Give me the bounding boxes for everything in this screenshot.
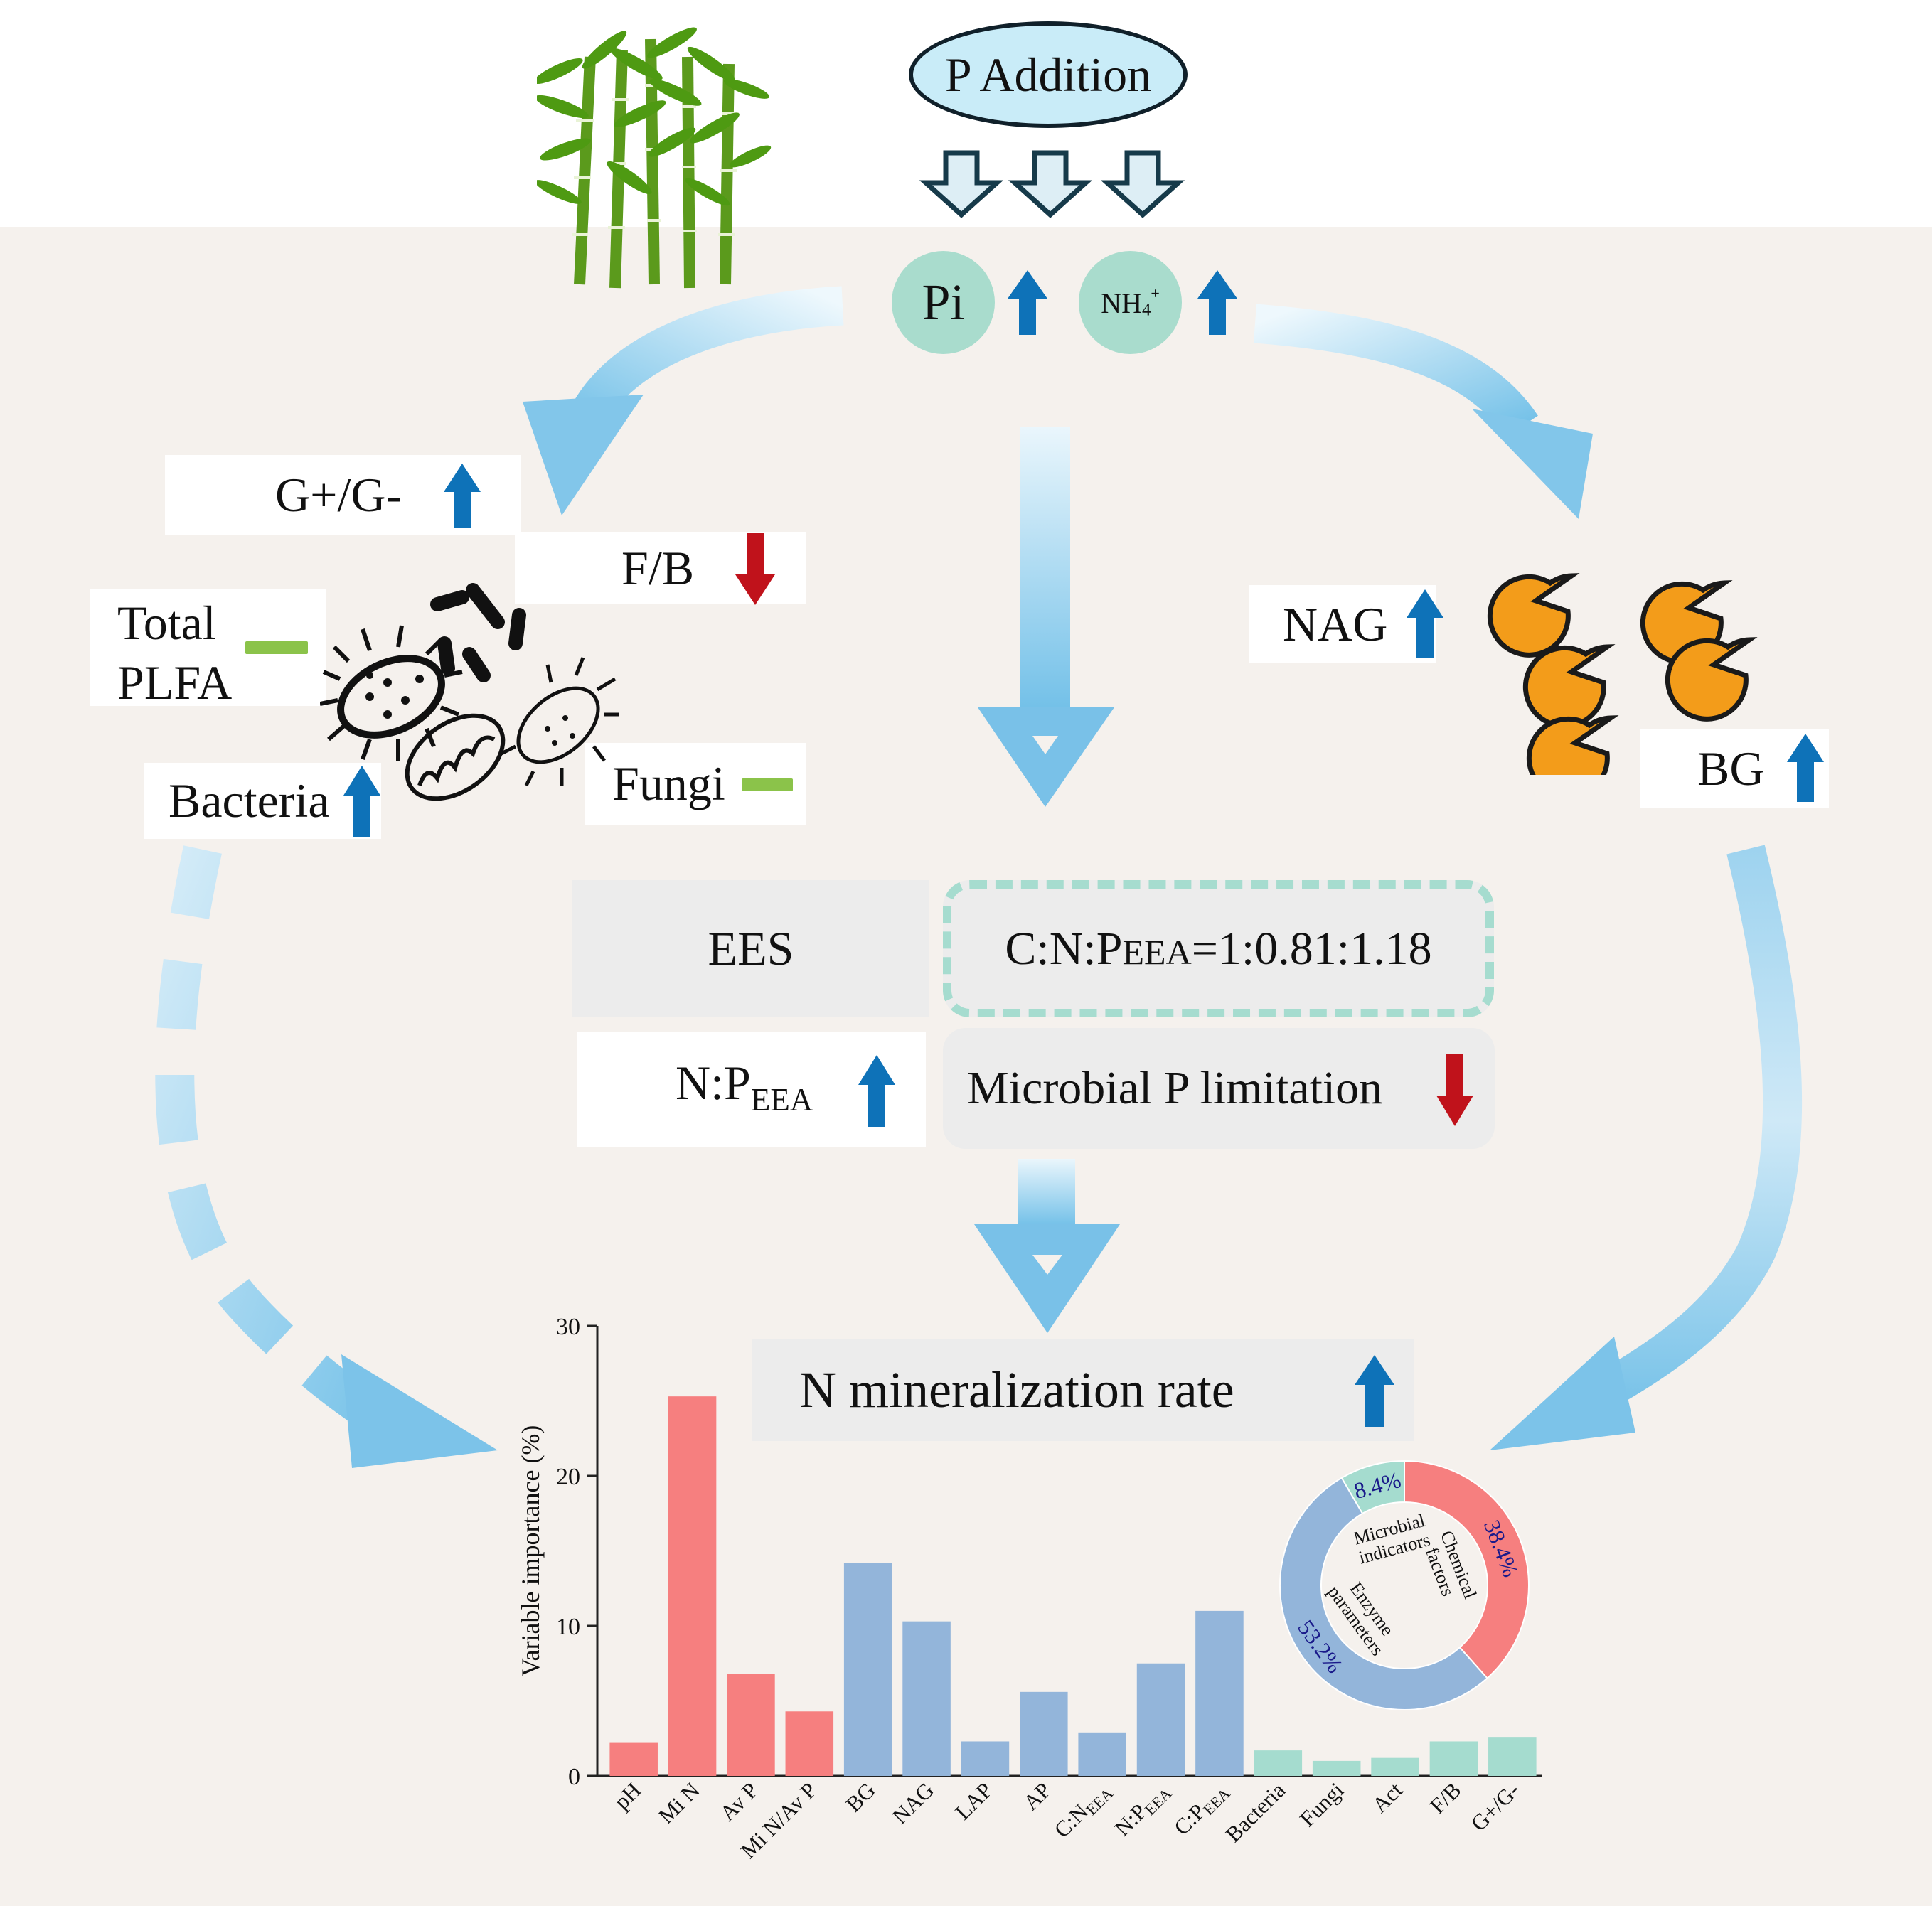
- donut-slice: [1340, 1460, 1405, 1515]
- p-limitation-box: Microbial P limitation: [943, 1028, 1495, 1149]
- bamboo-illustration: [537, 27, 772, 289]
- hollow-down-arrows: [919, 150, 1185, 218]
- total-plfa-line2: PLFA: [117, 655, 233, 710]
- donut-slice: [1279, 1477, 1488, 1710]
- cnp-ratio-box: C:N:PEEA=1:0.81:1.18: [943, 880, 1494, 1017]
- p-addition-label: P Addition: [944, 47, 1152, 102]
- fb-label: F/B: [621, 540, 695, 595]
- nag-box: NAG: [1249, 585, 1443, 663]
- nh4-label: NH4+: [1101, 284, 1160, 320]
- pi-label: Pi: [922, 274, 965, 331]
- bacteria-box: Bacteria: [144, 763, 381, 839]
- fungi-box: Fungi: [585, 743, 806, 825]
- total-plfa-box: Total PLFA: [90, 589, 326, 710]
- n-mineralization-label: N mineralization rate: [799, 1361, 1234, 1418]
- n-mineralization-box: N mineralization rate: [752, 1339, 1414, 1441]
- fungi-no-change-icon: [742, 778, 793, 791]
- nh4-up-arrow-icon: [1197, 270, 1237, 335]
- nag-label: NAG: [1283, 596, 1388, 651]
- p-limitation-label: Microbial P limitation: [967, 1062, 1383, 1114]
- donut-slice: [1404, 1460, 1530, 1679]
- bacteria-label: Bacteria: [169, 773, 330, 828]
- donut-group-label: Microbialindicators: [1351, 1510, 1432, 1568]
- bg-box: BG: [1640, 729, 1829, 808]
- group-importance-donut: 38.4%Chemicalfactors53.2%Enzymeparameter…: [1279, 1460, 1530, 1710]
- dashed-arrow-left: [155, 845, 407, 1447]
- nag-up-arrow-icon: [1407, 589, 1443, 658]
- fungi-label: Fungi: [612, 756, 725, 810]
- center-arrow-shaft: [1020, 427, 1070, 711]
- bacteria-up-arrow-icon: [343, 766, 380, 837]
- total-plfa-no-change-icon: [245, 641, 308, 654]
- g-ratio-box: G+/G-: [165, 455, 521, 535]
- fb-box: F/B: [515, 532, 806, 605]
- bg-up-arrow-icon: [1787, 734, 1824, 802]
- curve-arrow-right-down: [1590, 845, 1803, 1410]
- pi-badge: Pi: [892, 251, 995, 354]
- p-addition-ellipse: P Addition: [909, 21, 1188, 128]
- fb-down-arrow-icon: [735, 533, 775, 605]
- total-plfa-line1: Total: [117, 596, 216, 650]
- p-limitation-down-arrow-icon: [1436, 1054, 1473, 1126]
- np-eea-box: N:PEEA: [577, 1032, 926, 1147]
- ees-label: EES: [708, 921, 794, 975]
- ees-box: EES: [572, 880, 929, 1017]
- center-arrow-shaft-2: [1018, 1159, 1075, 1226]
- nh4-badge: NH4+: [1079, 251, 1182, 354]
- np-eea-up-arrow-icon: [858, 1055, 895, 1127]
- g-ratio-up-arrow-icon: [444, 464, 481, 528]
- np-eea-label: N:PEEA: [676, 1056, 813, 1118]
- n-mineralization-up-arrow-icon: [1355, 1355, 1394, 1427]
- bg-label: BG: [1697, 741, 1765, 796]
- cnp-ratio-label: C:N:PEEA=1:0.81:1.18: [1005, 922, 1432, 975]
- curve-arrow-right: [1253, 304, 1538, 438]
- microbes-illustration: [320, 583, 619, 801]
- g-ratio-label: G+/G-: [275, 467, 402, 522]
- enzyme-icons: [1487, 573, 1758, 775]
- pi-up-arrow-icon: [1008, 270, 1047, 335]
